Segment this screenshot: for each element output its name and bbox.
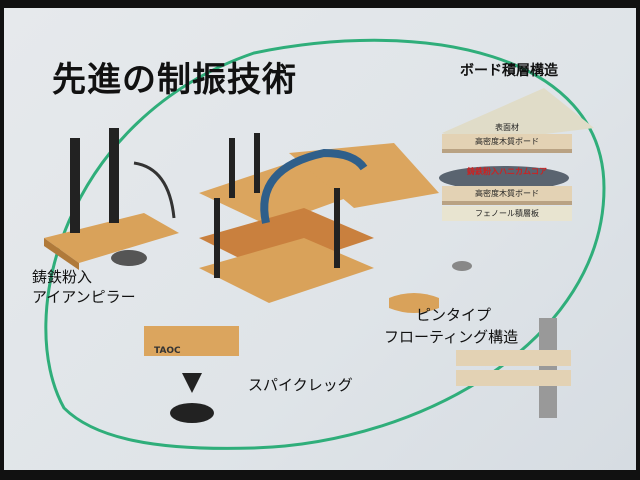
layer-core: 鋳鉄粉入ハニカムコア bbox=[467, 167, 547, 176]
layer-hdf-2: 高密度木質ボード bbox=[442, 186, 572, 205]
pole bbox=[539, 318, 557, 418]
spike-label: スパイクレッグ bbox=[248, 376, 353, 394]
iron-pillar bbox=[109, 128, 119, 223]
slide: 先進の制振技術 ボード積層構造 表面材 高密度木質ボード 鋳鉄粉入ハニカムコア … bbox=[4, 8, 636, 470]
rotate-arrow-icon bbox=[260, 148, 368, 224]
honeycomb-core bbox=[439, 166, 569, 190]
pillar-base bbox=[44, 213, 179, 263]
arrow-icon bbox=[133, 161, 176, 219]
layer-hdf-1: 高密度木質ボード bbox=[442, 134, 572, 153]
diagram-graphics bbox=[44, 38, 606, 450]
spike bbox=[182, 373, 202, 393]
layer-phenol: フェノール積層板 bbox=[442, 206, 572, 221]
iron-powder bbox=[111, 250, 147, 266]
page-title: 先進の制振技術 bbox=[52, 60, 297, 100]
layer-surface: 表面材 bbox=[495, 123, 519, 132]
iron-pillar bbox=[70, 138, 80, 233]
spike-base bbox=[170, 403, 214, 423]
pin-label-1: ピンタイプ bbox=[416, 306, 492, 324]
iron-label-2: アイアンピラー bbox=[32, 288, 136, 306]
taoc-logo: TAOC bbox=[154, 346, 181, 356]
rack-bottom bbox=[199, 238, 374, 303]
spike-block bbox=[144, 326, 239, 356]
ring bbox=[44, 38, 606, 450]
board-title: ボード積層構造 bbox=[460, 63, 558, 79]
pin-label-2: フローティング構造 bbox=[384, 328, 519, 346]
iron-label-1: 鋳鉄粉入 bbox=[32, 268, 93, 286]
